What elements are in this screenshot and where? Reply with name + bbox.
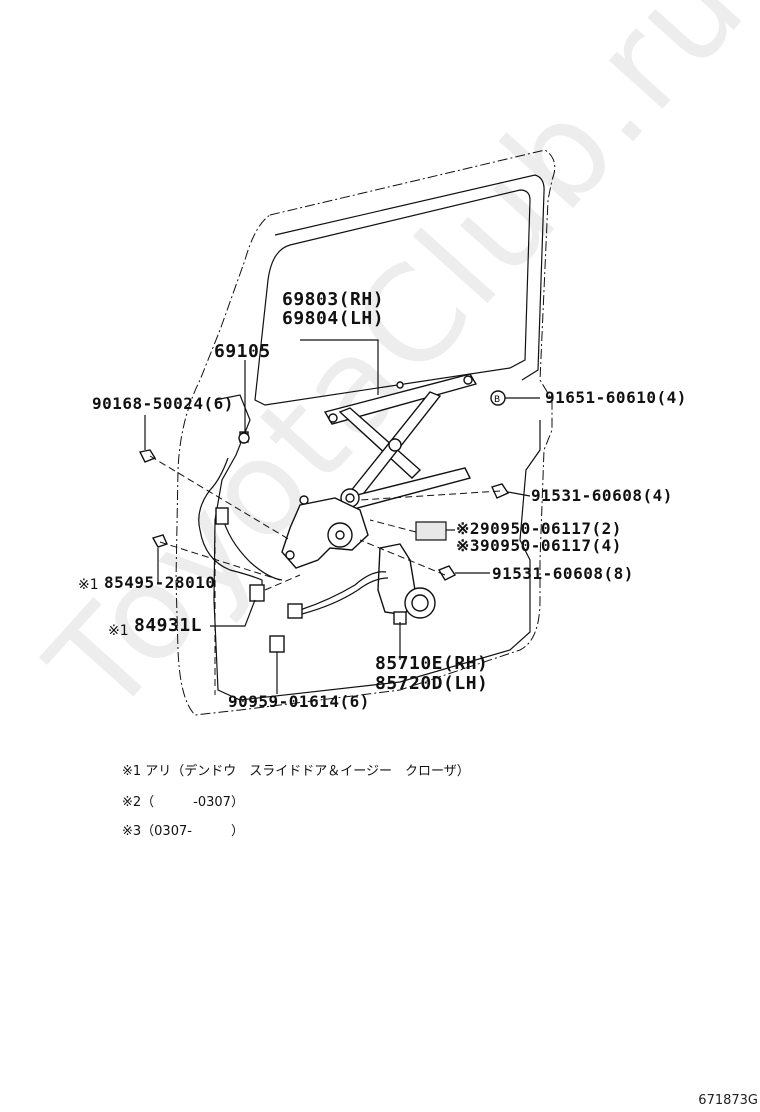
wire-motor-2 — [301, 577, 389, 615]
leader-84931 — [210, 599, 256, 627]
label-91531a: 91531-60608(4) — [531, 486, 673, 505]
connector-85495 — [249, 584, 265, 602]
label-69105: 69105 — [214, 341, 271, 362]
connector-upper — [215, 507, 229, 525]
wire-motor — [299, 571, 387, 611]
bolt-85495 — [151, 534, 168, 548]
label-90959: 90959-01614(6) — [228, 692, 370, 711]
connector-motor — [287, 603, 303, 619]
base-bolt-2 — [285, 550, 295, 560]
note-3: ※3（0307- ） — [122, 824, 244, 839]
arm-pivot — [388, 438, 402, 452]
diagram-code: 671873G — [698, 1093, 758, 1108]
wire-harness-main — [198, 457, 263, 600]
label-90168: 90168-50024(6) — [92, 394, 234, 413]
dash-3 — [359, 490, 501, 501]
leader-69803 — [300, 339, 379, 395]
label-84931: 84931L — [134, 615, 203, 636]
rail-clip — [396, 381, 404, 389]
clip-69105 — [238, 432, 250, 444]
base-bolt-1 — [299, 495, 309, 505]
rubber-pad — [415, 521, 447, 541]
label-85720: 85720D(LH) — [375, 673, 489, 694]
rail-bolt-left — [328, 413, 338, 423]
motor-gear-inner — [411, 594, 429, 612]
door-inner-panel — [213, 394, 541, 701]
label-85495: 85495-28010 — [104, 573, 216, 592]
note-1: ※1 アリ（デンドウ スライドドア＆イージー クローザ） — [122, 764, 470, 779]
arm-pivot-lower-inner — [345, 493, 355, 503]
note-2: ※2（ -0307） — [122, 795, 244, 810]
label-85710: 85710E(RH) — [375, 653, 489, 674]
label-90950-3: ※390950-06117(4) — [456, 536, 622, 555]
leader-91531a — [507, 491, 531, 497]
window-frame — [254, 189, 531, 406]
regulator-base — [281, 497, 369, 569]
rail-bolt-right — [463, 375, 473, 385]
label-91651: 91651-60610(4) — [545, 388, 687, 407]
circle-b-text: B — [494, 395, 500, 405]
dash-1 — [149, 455, 291, 541]
dash-2 — [159, 541, 281, 581]
label-91531b: 91531-60608(8) — [492, 564, 634, 583]
gear-hub — [335, 530, 345, 540]
bolt-91531b — [437, 565, 457, 581]
label-69804: 69804(LH) — [282, 308, 385, 329]
dash-4 — [359, 539, 446, 576]
window-frame-outer — [274, 174, 545, 381]
label-90950-2: ※290950-06117(2) — [456, 519, 622, 538]
dash-5 — [369, 519, 417, 533]
wire-harness-second — [221, 514, 283, 581]
mark-84931: ※1 — [108, 623, 129, 639]
mark-85495: ※1 — [78, 577, 99, 593]
bolt-90168 — [138, 449, 157, 463]
door-outline — [175, 149, 556, 716]
dash-7 — [264, 574, 301, 591]
connector-90959 — [269, 635, 285, 653]
label-69803: 69803(RH) — [282, 289, 385, 310]
